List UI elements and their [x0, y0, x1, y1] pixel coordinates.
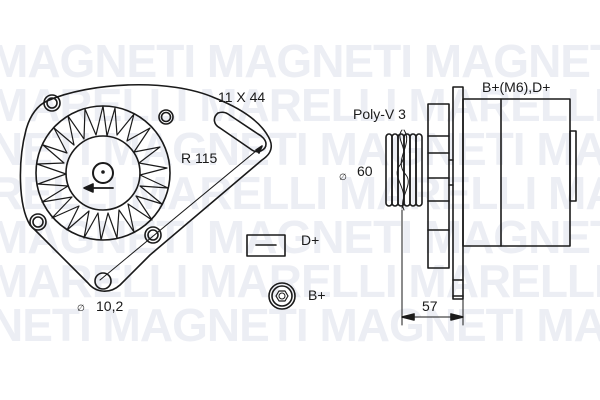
- nut-terminal-icon: [268, 282, 296, 310]
- pivot-hole: [94, 272, 112, 290]
- terminals-label: B+(M6),D+: [482, 79, 551, 95]
- alternator-body: [462, 98, 577, 247]
- mounting-hole: [29, 213, 47, 231]
- front-housing-outline: [19, 84, 273, 292]
- pulley-diameter-label: 60: [357, 163, 373, 179]
- watermark: MAGNETI MAGNETI MAGNETI MAGNETI MARELLI …: [0, 38, 600, 360]
- rotation-arrow-icon: [83, 183, 114, 193]
- length-dimension: [401, 209, 464, 326]
- pulley: [385, 129, 423, 211]
- watermark-row: NETI MAGNETI MAGNETI MAGNETI MAG: [0, 299, 600, 351]
- radius-dimension-label: R 115: [181, 150, 218, 166]
- adjustment-slot: [213, 111, 267, 153]
- legend-label-b-plus: B+: [308, 287, 326, 303]
- watermark-row: RELLI MARELLI MARELLI MARELLI MA: [0, 167, 600, 219]
- pulley-diameter-symbol: ∅: [339, 172, 347, 182]
- watermark-row: MAGNETI MAGNETI MAGNETI MAGNETI: [0, 211, 600, 263]
- mounting-hole: [43, 94, 61, 112]
- radius-arrow-icon: [255, 145, 263, 154]
- watermark-row: MAGNETI MAGNETI MAGNETI MAGNETI: [0, 38, 600, 87]
- hole-dimension-label: 10,2: [96, 298, 124, 314]
- mounting-hole: [158, 109, 174, 125]
- watermark-row: MARELLI MARELLI MARELLI MARELLI: [0, 255, 600, 307]
- fan-block: [427, 103, 454, 269]
- radius-line: [99, 145, 263, 281]
- flat-terminal-icon: [246, 234, 286, 257]
- hole-diameter-symbol: ∅: [77, 303, 85, 313]
- mounting-flange: [452, 86, 464, 300]
- slot-dimension-label: 11 X 44: [218, 89, 266, 105]
- length-dimension-label: 57: [422, 298, 438, 314]
- cooling-fan: [35, 105, 171, 241]
- legend-label-d-plus: D+: [301, 232, 320, 248]
- pulley-type-label: Poly-V 3: [353, 106, 406, 122]
- mounting-hole: [144, 226, 162, 244]
